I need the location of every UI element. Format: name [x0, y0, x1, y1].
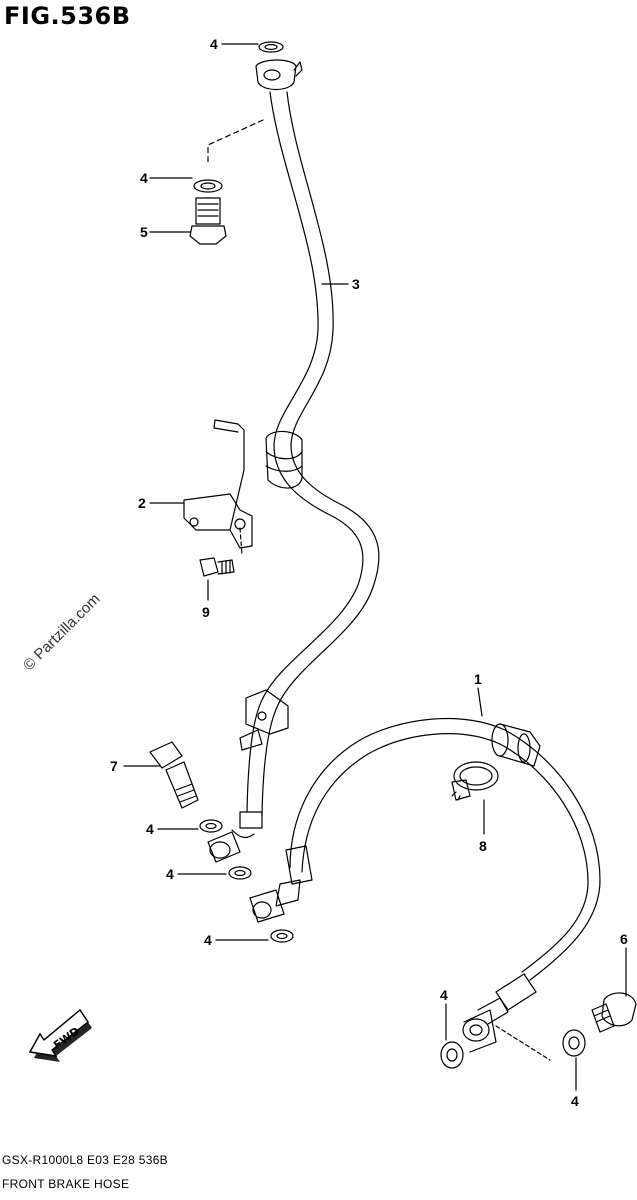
callout-6: 6	[620, 931, 628, 947]
callout-2: 2	[138, 495, 146, 511]
callout-5: 5	[140, 224, 148, 240]
callout-4: 4	[210, 36, 218, 52]
callout-3: 3	[352, 276, 360, 292]
washer	[199, 819, 223, 833]
model-code: GSX-R1000L8 E03 E28 536B	[2, 1153, 168, 1167]
banjo-bolt-upper	[189, 197, 227, 245]
callout-4: 4	[140, 170, 148, 186]
banjo-bolt-lower	[591, 992, 637, 1033]
callout-4: 4	[146, 821, 154, 837]
figure-title: FIG.536B	[4, 2, 131, 30]
callout-1: 1	[474, 671, 482, 687]
lower-hose-grommet	[491, 723, 541, 767]
bracket-bolt	[199, 557, 235, 577]
callout-4: 4	[204, 932, 212, 948]
upper-hose-lower-fitting	[207, 811, 263, 863]
lower-hose-end-sleeve	[462, 973, 537, 1053]
banjo-bolt-middle	[149, 741, 199, 809]
callout-8: 8	[479, 838, 487, 854]
upper-banjo-fitting	[255, 59, 303, 91]
callout-7: 7	[110, 758, 118, 774]
washer	[562, 1029, 586, 1057]
hose-bracket	[183, 419, 253, 549]
fwd-arrow-icon: FWD	[28, 1008, 92, 1062]
callout-9: 9	[202, 604, 210, 620]
upper-brake-hose	[246, 91, 380, 816]
hose-grommet	[265, 430, 303, 489]
washer	[440, 1041, 464, 1069]
washer	[193, 179, 223, 193]
washer	[270, 929, 294, 943]
lower-brake-hose	[289, 717, 601, 981]
callout-4: 4	[166, 866, 174, 882]
hose-clip	[239, 689, 289, 751]
lower-hose-sleeve	[249, 845, 313, 923]
washer	[228, 866, 252, 880]
callout-4: 4	[571, 1093, 579, 1109]
washer	[258, 41, 284, 53]
hose-clamp	[451, 761, 499, 801]
callout-4: 4	[440, 987, 448, 1003]
diagram-description: FRONT BRAKE HOSE	[2, 1177, 130, 1191]
